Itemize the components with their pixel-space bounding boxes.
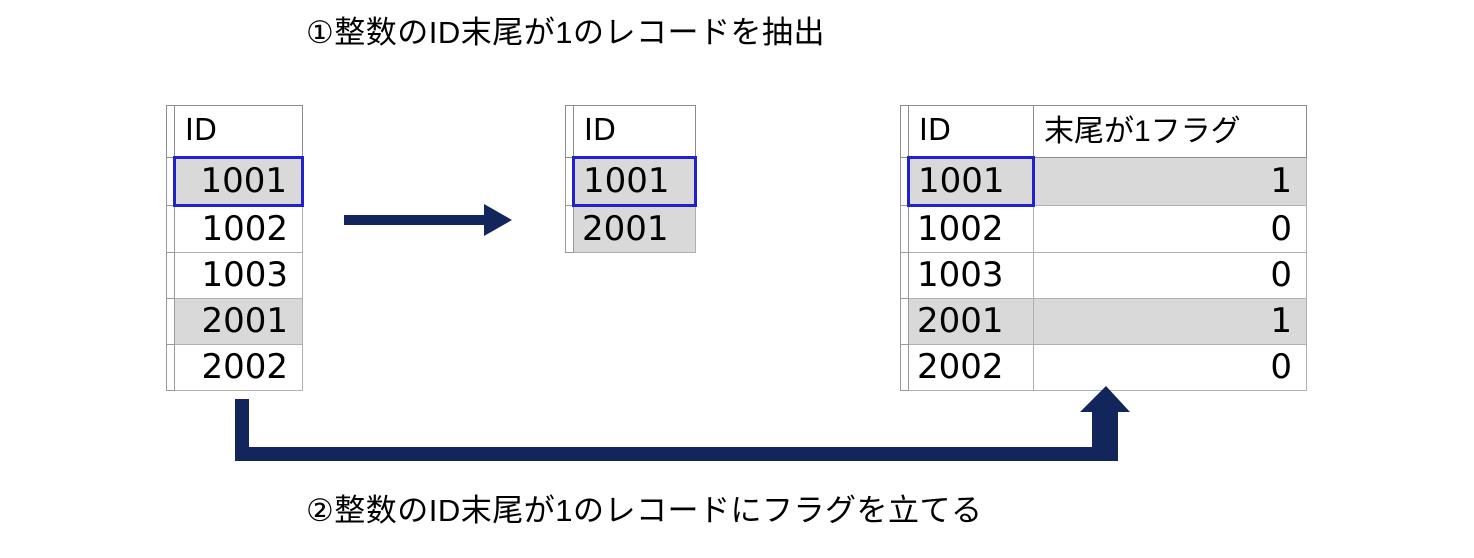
table-row: 2001 (166, 298, 303, 345)
column-header-id[interactable]: ID (908, 105, 1034, 158)
row-gutter (900, 344, 909, 391)
row-gutter (900, 105, 909, 158)
table-header-row: ID (565, 105, 696, 158)
row-gutter (565, 205, 574, 253)
column-header-id[interactable]: ID (174, 105, 303, 158)
row-gutter (565, 157, 574, 206)
table-row: 1001 (565, 156, 697, 207)
cell-flag-2002[interactable]: 0 (1033, 344, 1307, 391)
cell-id-2002[interactable]: 2002 (908, 344, 1034, 391)
source-id-table: ID 1001 1002 1003 2001 2002 (166, 105, 304, 391)
cell-id-2001[interactable]: 2001 (908, 298, 1034, 345)
row-gutter (166, 344, 175, 391)
table-row: 1001 (166, 156, 304, 207)
table-row: 2002 (166, 344, 303, 391)
cell-id-1002[interactable]: 1002 (174, 205, 303, 253)
table-row: 2001 (565, 205, 696, 253)
column-header-id[interactable]: ID (573, 105, 696, 158)
extract-arrow (344, 200, 514, 240)
table-row: 1002 (166, 205, 303, 253)
cell-id-2001[interactable]: 2001 (174, 298, 303, 345)
row-gutter (166, 157, 175, 206)
cell-id-1002[interactable]: 1002 (908, 205, 1034, 253)
table-row: 1002 0 (900, 205, 1307, 253)
table-row: 1001 1 (900, 156, 1307, 207)
table-row: 1003 0 (900, 252, 1307, 299)
flagged-id-table: ID 末尾が1フラグ 1001 1 1002 0 1003 0 2001 1 2… (900, 105, 1307, 391)
row-gutter (900, 252, 909, 299)
cell-flag-1003[interactable]: 0 (1033, 252, 1307, 299)
table-row: 2002 0 (900, 344, 1307, 391)
cell-id-2002[interactable]: 2002 (174, 344, 303, 391)
cell-id-1003[interactable]: 1003 (908, 252, 1034, 299)
table-row: 1003 (166, 252, 303, 299)
cell-flag-1002[interactable]: 0 (1033, 205, 1307, 253)
row-gutter (900, 157, 909, 206)
step-2-caption: ②整数のID末尾が1のレコードにフラグを立てる (306, 493, 983, 528)
row-gutter (900, 298, 909, 345)
column-header-flag[interactable]: 末尾が1フラグ (1033, 105, 1307, 158)
cell-flag-1001[interactable]: 1 (1033, 157, 1307, 206)
cell-flag-2001[interactable]: 1 (1033, 298, 1307, 345)
row-gutter (166, 205, 175, 253)
cell-id-1001[interactable]: 1001 (173, 156, 304, 207)
cell-id-1003[interactable]: 1003 (174, 252, 303, 299)
cell-id-1001[interactable]: 1001 (572, 156, 697, 207)
step-1-caption: ①整数のID末尾が1のレコードを抽出 (306, 15, 826, 50)
filtered-id-table: ID 1001 2001 (565, 105, 697, 253)
cell-id-2001[interactable]: 2001 (573, 205, 696, 253)
row-gutter (565, 105, 574, 158)
cell-id-1001[interactable]: 1001 (907, 156, 1035, 207)
table-header-row: ID (166, 105, 303, 158)
row-gutter (166, 298, 175, 345)
flag-feedback-arrow (230, 385, 1130, 475)
row-gutter (166, 105, 175, 158)
table-row: 2001 1 (900, 298, 1307, 345)
table-header-row: ID 末尾が1フラグ (900, 105, 1307, 158)
row-gutter (166, 252, 175, 299)
row-gutter (900, 205, 909, 253)
